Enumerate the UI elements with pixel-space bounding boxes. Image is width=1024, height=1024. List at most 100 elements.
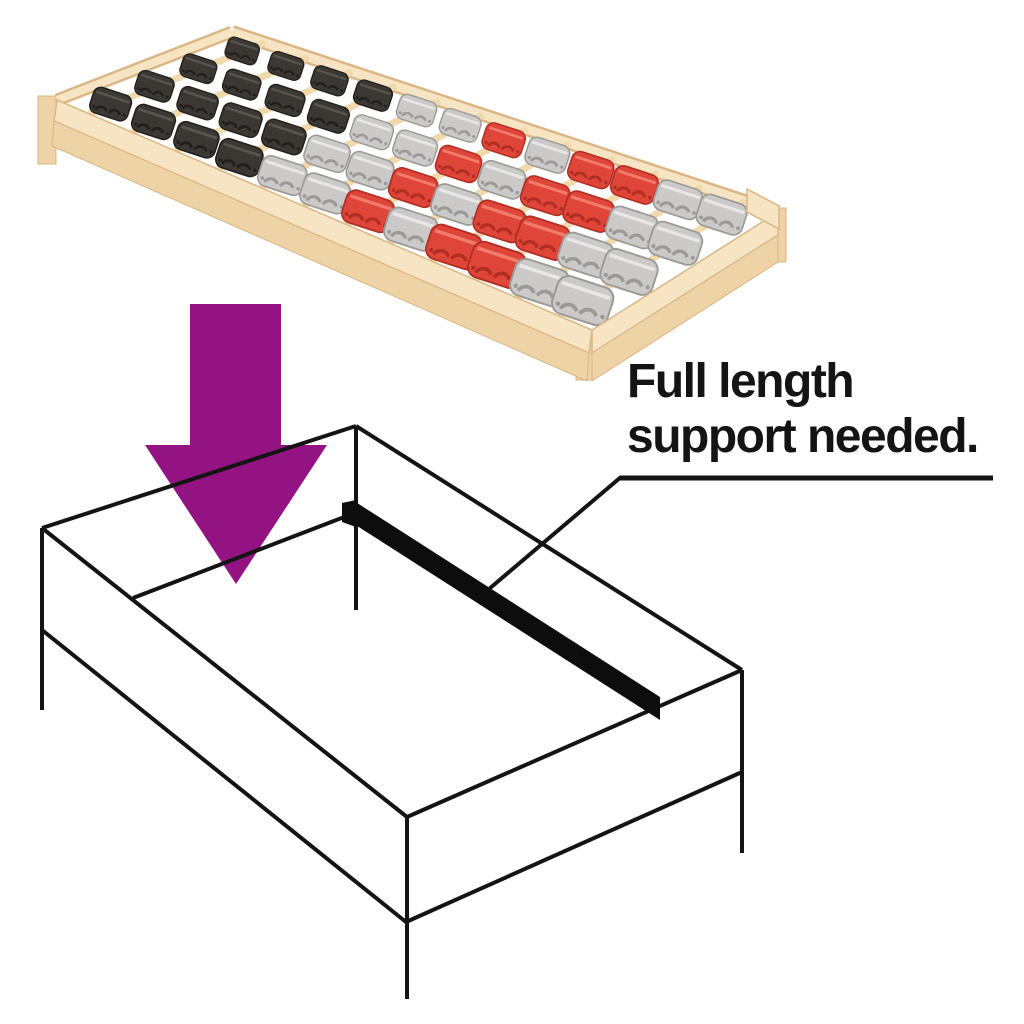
cap-slots bbox=[183, 69, 208, 79]
cap-cluster bbox=[214, 137, 264, 178]
cap-hole bbox=[260, 176, 265, 180]
slat-row bbox=[299, 107, 485, 215]
cap-slots bbox=[181, 104, 208, 115]
slat-row bbox=[425, 150, 616, 271]
cap-hole bbox=[441, 125, 445, 130]
cap-hole bbox=[252, 168, 257, 172]
cap-hole bbox=[349, 171, 353, 175]
cap-slots bbox=[432, 248, 468, 262]
cap-highlight bbox=[307, 177, 349, 193]
cap-hole bbox=[352, 132, 356, 137]
cap-slots bbox=[526, 197, 558, 209]
cap-slots bbox=[394, 189, 426, 201]
cap-cluster bbox=[179, 53, 218, 85]
cap-slots bbox=[228, 52, 251, 61]
cap-hole bbox=[134, 122, 138, 126]
cap-hole bbox=[559, 206, 563, 211]
frame-top-front-right-edge bbox=[406, 668, 743, 819]
cap-body bbox=[551, 275, 615, 327]
cap-hole bbox=[340, 89, 343, 93]
cap-body bbox=[179, 53, 218, 85]
cap-highlight bbox=[349, 194, 392, 211]
cap-body bbox=[395, 93, 438, 128]
bed-base-right-rail-side bbox=[591, 234, 779, 382]
cap-highlight bbox=[566, 237, 612, 255]
cap-body bbox=[599, 247, 659, 296]
cap-slots bbox=[312, 117, 339, 128]
cap-cluster bbox=[425, 223, 483, 271]
cap-highlight bbox=[230, 39, 258, 51]
cap-hole bbox=[603, 272, 608, 278]
cap-slots bbox=[263, 177, 295, 189]
cap-cluster bbox=[224, 36, 261, 66]
cap-hole bbox=[179, 103, 183, 107]
bed-frame-outline bbox=[40, 424, 744, 999]
cap-highlight bbox=[185, 56, 216, 69]
frame-top-back-right-edge bbox=[354, 424, 744, 672]
cap-hole bbox=[645, 285, 650, 290]
cap-hole bbox=[608, 228, 613, 233]
cap-cluster bbox=[514, 215, 571, 261]
cap-hole bbox=[387, 229, 392, 234]
leader-line bbox=[487, 475, 623, 591]
cap-highlight bbox=[609, 253, 656, 272]
cap-cluster bbox=[599, 247, 659, 296]
cap-hole bbox=[699, 215, 703, 220]
slat-rows bbox=[87, 36, 748, 327]
cap-body bbox=[218, 102, 263, 139]
cap-slots bbox=[271, 67, 295, 76]
cap-highlight bbox=[399, 133, 436, 148]
cap-highlight bbox=[271, 87, 304, 101]
cap-slots bbox=[529, 156, 559, 168]
cap-hole bbox=[471, 174, 476, 179]
bed-base-left-rail bbox=[55, 28, 234, 104]
cap-hole bbox=[433, 205, 438, 210]
cap-body bbox=[173, 120, 220, 159]
cap-highlight bbox=[445, 111, 480, 125]
bed-base-back-rail bbox=[230, 27, 780, 217]
cap-slots bbox=[357, 96, 383, 107]
cap-slots bbox=[572, 171, 603, 183]
cap-highlight bbox=[313, 102, 348, 116]
support-beam bbox=[342, 500, 660, 720]
cap-highlight bbox=[138, 107, 174, 122]
cap-slots bbox=[347, 213, 382, 226]
cap-highlight bbox=[396, 171, 436, 188]
cap-cluster bbox=[130, 103, 177, 141]
cap-hole bbox=[267, 101, 271, 104]
cap-hole bbox=[252, 93, 256, 97]
cap-cluster bbox=[267, 50, 305, 81]
cap-highlight bbox=[356, 118, 392, 132]
cap-cluster bbox=[264, 83, 306, 118]
cap-cluster bbox=[472, 199, 527, 244]
cap-highlight bbox=[359, 83, 391, 96]
cap-slots bbox=[224, 121, 252, 132]
cap-body bbox=[392, 129, 439, 167]
cap-slots bbox=[564, 256, 600, 271]
cap-hole bbox=[427, 198, 431, 203]
cap-hole bbox=[398, 111, 402, 115]
cap-body bbox=[695, 193, 748, 236]
cap-body bbox=[221, 68, 262, 101]
cap-hole bbox=[656, 200, 660, 205]
cap-slots bbox=[397, 149, 427, 161]
cap-slots bbox=[136, 123, 165, 134]
cap-body bbox=[176, 85, 219, 121]
caption-line-1: Full length bbox=[627, 355, 855, 408]
cap-slots bbox=[178, 141, 208, 152]
cap-hole bbox=[309, 116, 313, 120]
cap-hole bbox=[252, 58, 255, 62]
cap-highlight bbox=[519, 263, 567, 283]
frame-top-front-left-edge bbox=[40, 526, 409, 819]
cap-highlight bbox=[268, 122, 305, 137]
cap-hole bbox=[484, 140, 488, 145]
support-beam-bar bbox=[354, 501, 660, 720]
cap-cluster bbox=[652, 179, 704, 221]
cap-highlight bbox=[523, 220, 568, 238]
cap-cluster bbox=[430, 183, 483, 226]
cap-hole bbox=[736, 226, 740, 231]
cap-slots bbox=[436, 206, 470, 219]
cap-hole bbox=[480, 180, 485, 185]
cap-hole bbox=[692, 211, 696, 215]
